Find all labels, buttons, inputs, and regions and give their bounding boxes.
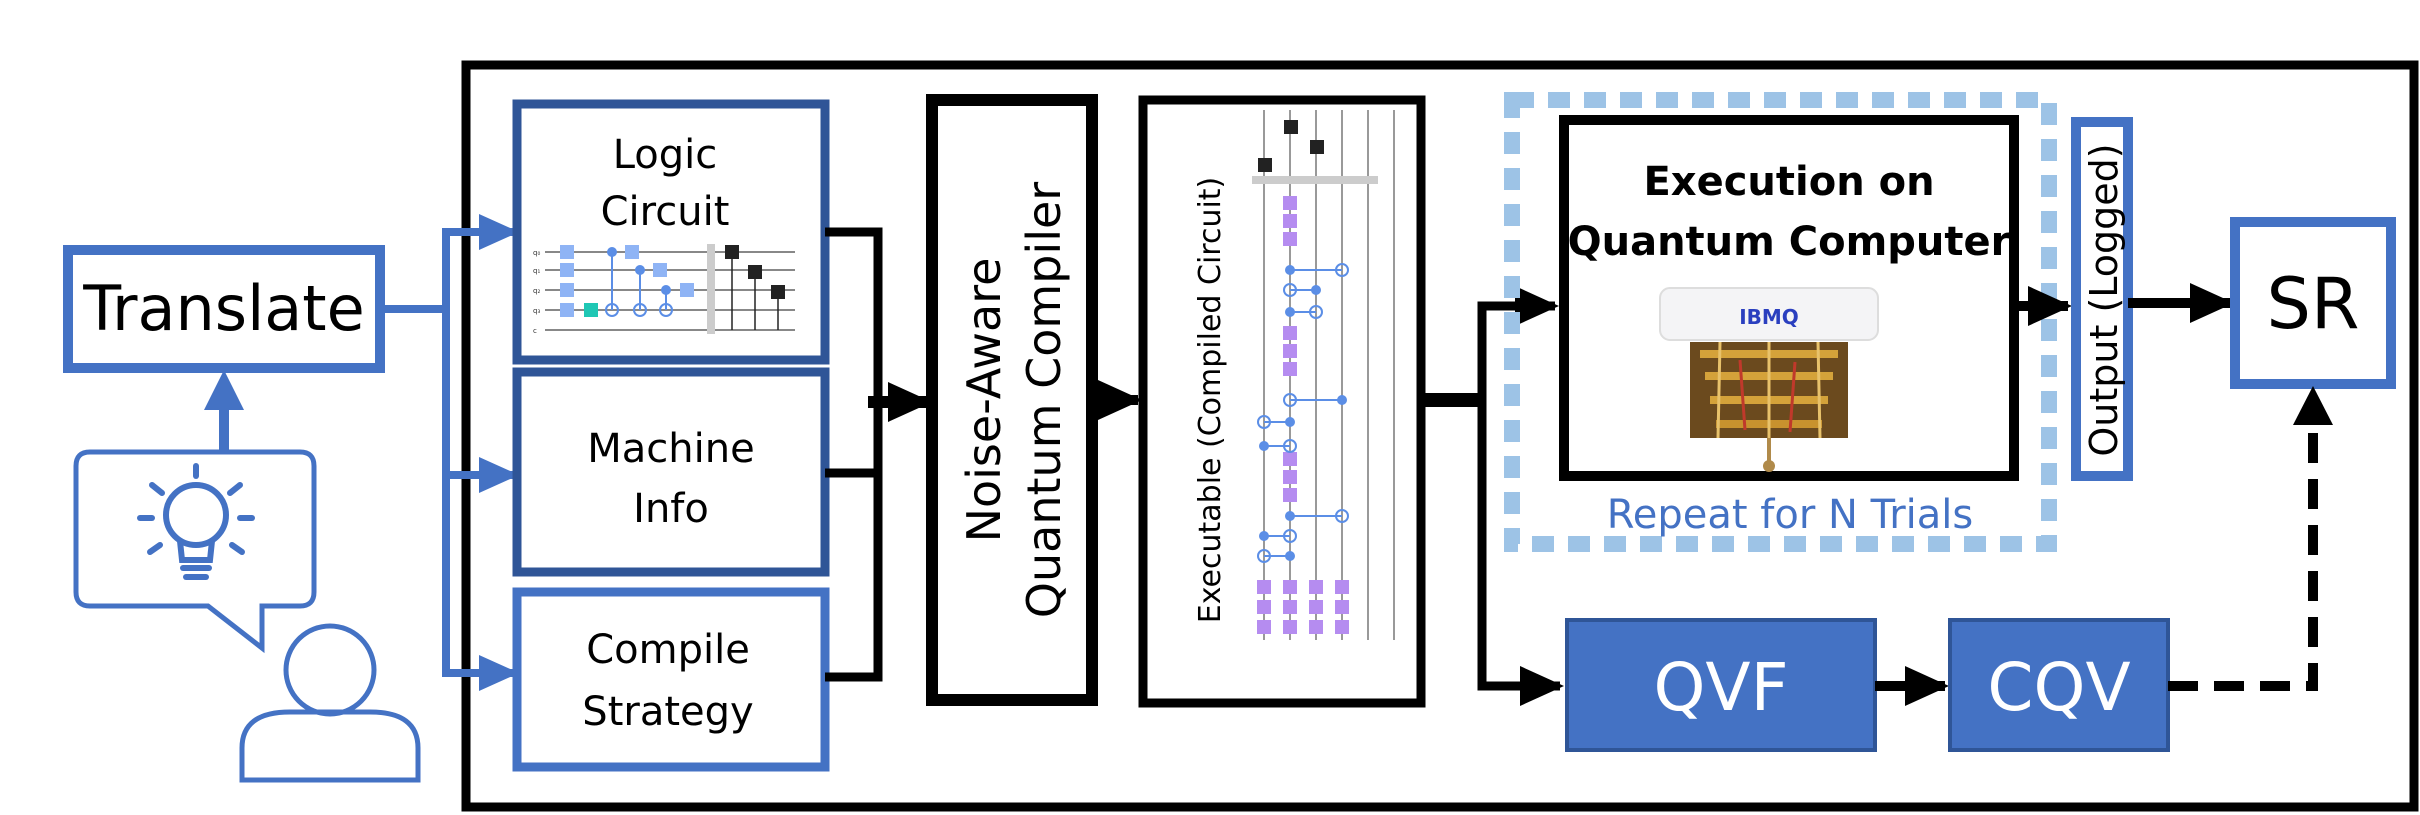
sr-box	[2230, 217, 2396, 389]
executable-label: Executable (Compiled Circuit)	[1193, 177, 1228, 624]
repeat-label: Repeat for N Trials	[1607, 492, 1973, 538]
executable-split-connectors	[1421, 286, 1564, 706]
output-logged-label: Output (Logged)	[2082, 143, 2126, 456]
executable-box	[1138, 95, 1426, 708]
logic-circuit-box	[512, 99, 830, 365]
inputs-to-compiler-connectors	[825, 227, 932, 682]
compile-strategy-label-1: Compile	[586, 627, 750, 673]
execution-label-1: Execution on	[1643, 159, 1934, 205]
compiler-label-1: Noise-Aware	[957, 258, 1011, 543]
sr-label: SR	[2266, 263, 2359, 345]
machine-info-label-2: Info	[633, 486, 709, 532]
qvf-label: QVF	[1653, 649, 1788, 726]
outer-frame	[461, 60, 2419, 812]
cqv-box	[1948, 618, 2170, 752]
compiler-label-2: Quantum Compiler	[1017, 182, 1071, 618]
svg-text:q₁: q₁	[533, 267, 540, 275]
svg-text:q₂: q₂	[533, 287, 540, 295]
logic-circuit-label-2: Circuit	[601, 189, 730, 235]
qvf-box	[1565, 618, 1877, 752]
logic-circuit-label-1: Logic	[613, 132, 718, 178]
machine-info-label-1: Machine	[587, 426, 754, 472]
speech-bubble	[73, 449, 317, 654]
person-icon	[239, 623, 421, 783]
ibmq-label: IBMQ	[1739, 305, 1799, 329]
translate-label: Translate	[82, 272, 365, 345]
cqv-to-sr-dashed-arrow	[2168, 425, 2318, 691]
logic-circuit-graphic: q₀ q₁ q₂ q₃ c	[533, 244, 795, 335]
idea-to-translate-arrowhead	[204, 370, 244, 410]
translate-box	[63, 245, 385, 373]
compile-strategy-box	[512, 587, 830, 772]
compiled-circuit-graphic	[1252, 110, 1395, 640]
svg-text:q₃: q₃	[533, 307, 540, 315]
translate-fanout-arrows	[380, 214, 519, 691]
svg-text:q₀: q₀	[533, 249, 540, 257]
execution-label-2: Quantum Computer	[1568, 219, 2011, 265]
output-logged-box	[2071, 117, 2133, 481]
quantum-computer-image: IBMQ	[1659, 287, 1879, 472]
svg-text:c: c	[533, 327, 537, 335]
compile-strategy-label-2: Strategy	[582, 689, 753, 735]
machine-info-box	[512, 367, 830, 577]
cqv-to-sr-arrowhead	[2293, 386, 2333, 425]
cqv-label: CQV	[1987, 649, 2130, 726]
noise-aware-compiler-box	[926, 94, 1098, 706]
lightbulb-icon	[137, 463, 255, 580]
